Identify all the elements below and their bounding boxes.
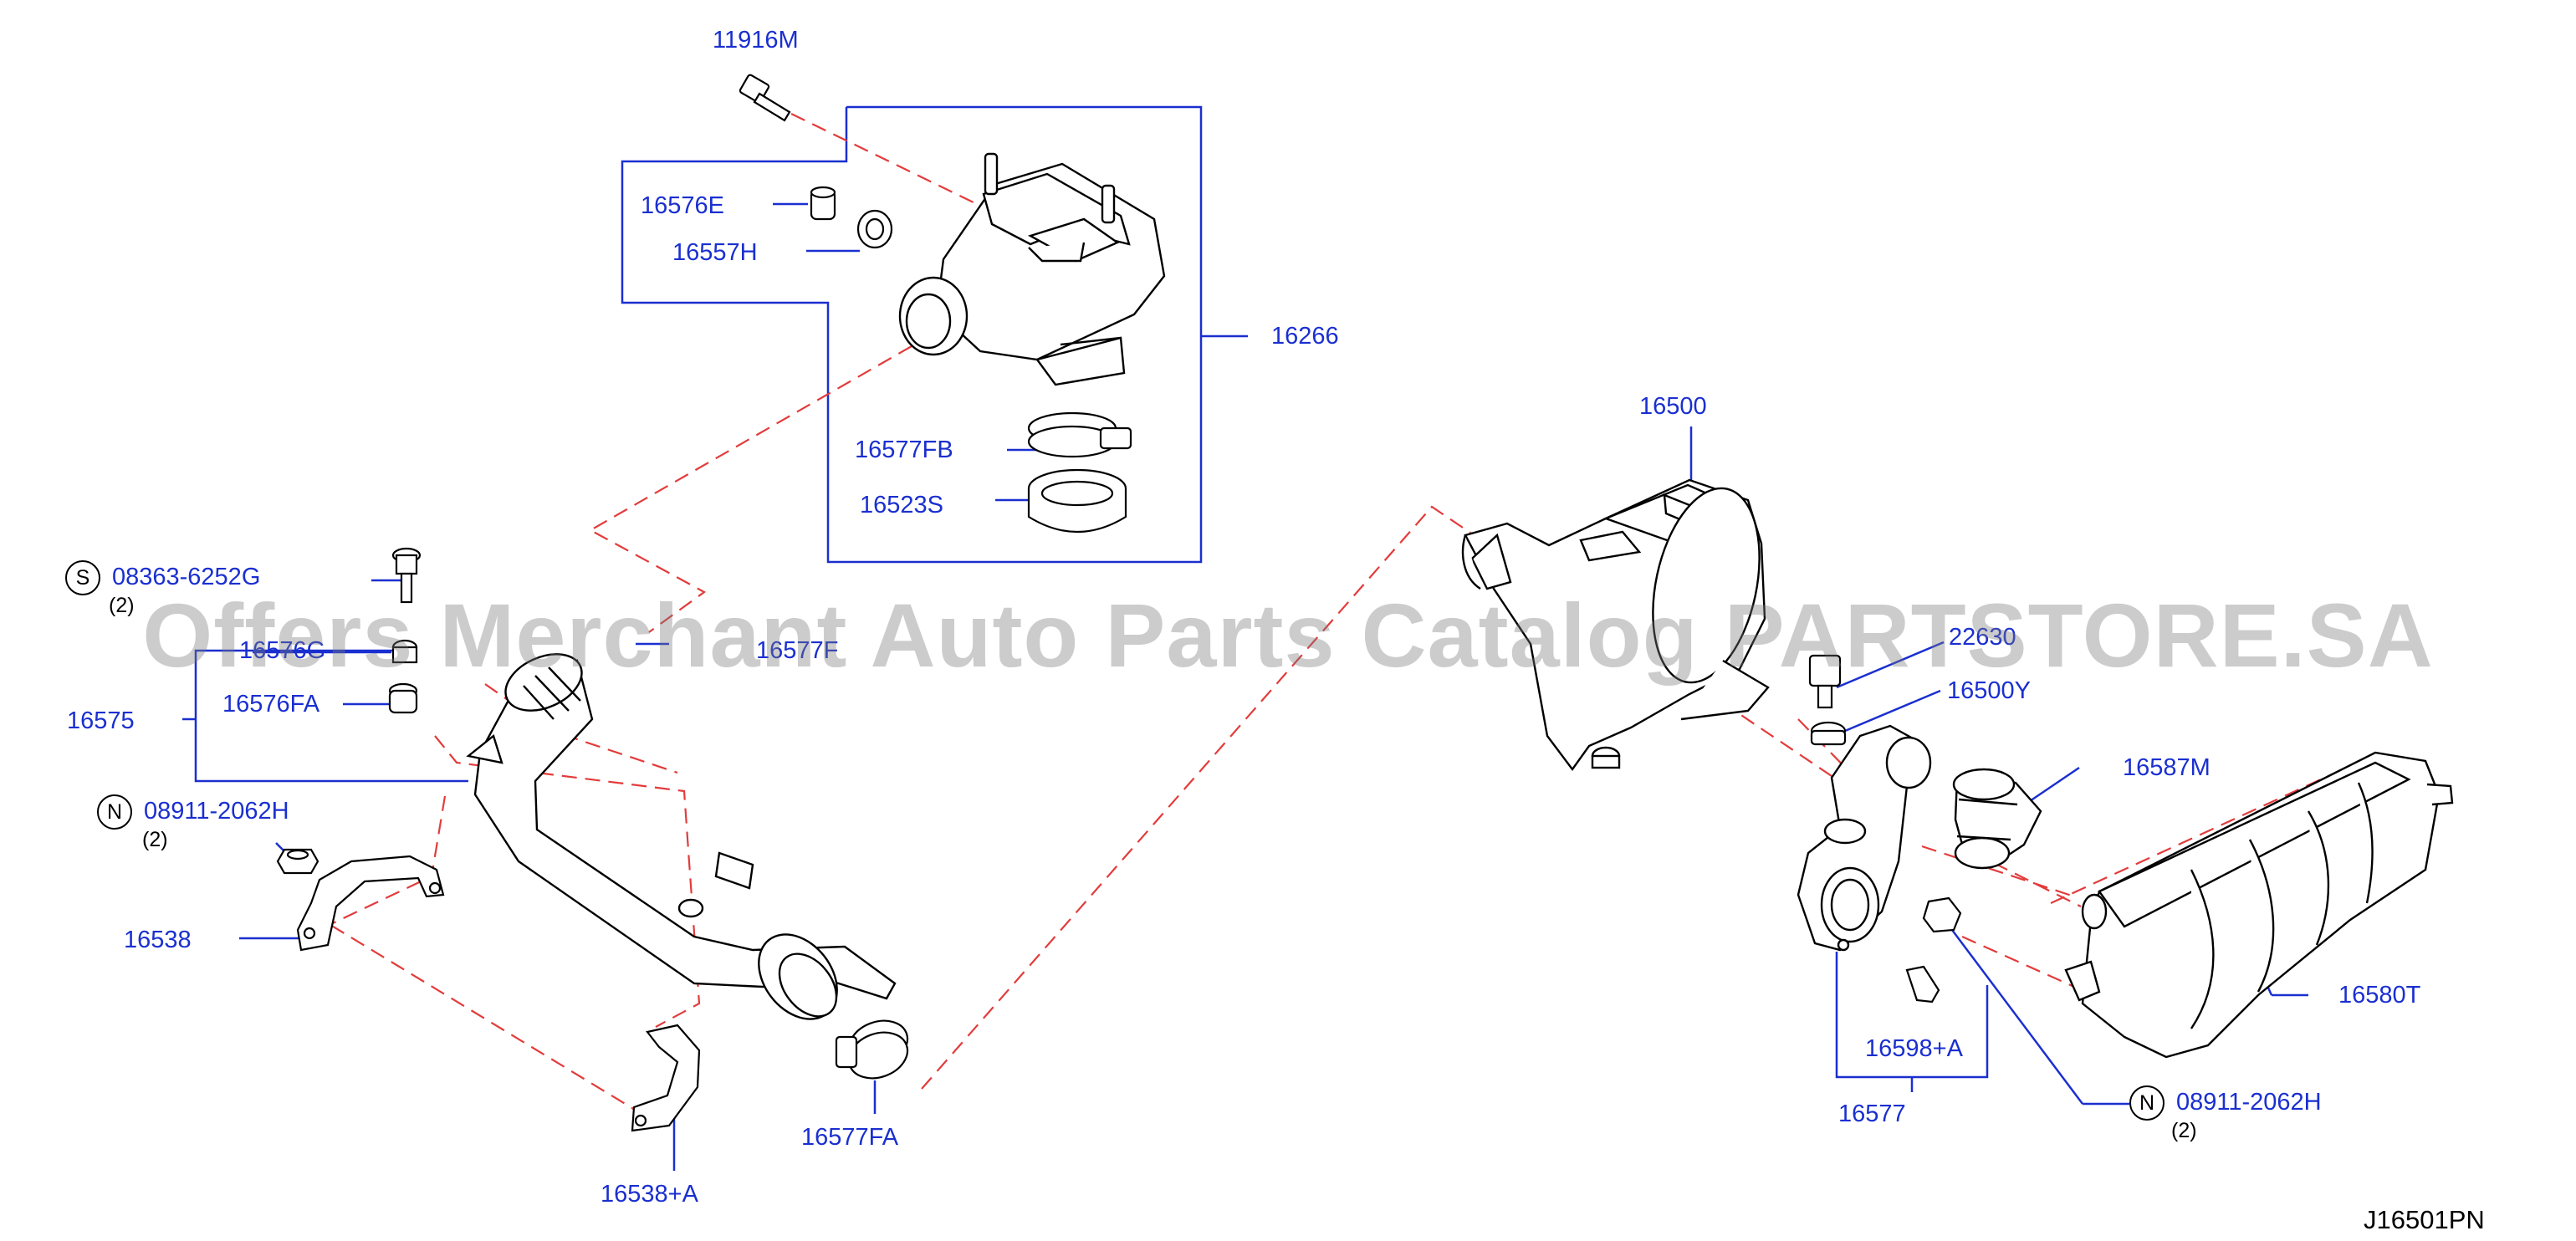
watermark: Offers Merchant Auto Parts Catalog PARTS…: [142, 585, 2434, 686]
air-cleaner-16500: [1461, 478, 1770, 772]
label-16538A[interactable]: 16538+A: [601, 1181, 698, 1208]
prefix-n-circle-right: N: [2129, 1085, 2165, 1121]
qty-08911-right: (2): [2171, 1119, 2197, 1142]
bolt-11916M: [739, 74, 791, 122]
label-16500Y[interactable]: 16500Y: [1947, 677, 2031, 704]
resonator-16580T: [2064, 751, 2454, 1059]
label-16500[interactable]: 16500: [1639, 393, 1707, 420]
label-16576G[interactable]: 16576G: [239, 637, 326, 664]
dashed-connectors: [300, 113, 2373, 1113]
assembly-box-16266: [621, 105, 1248, 564]
grommet-16557H: [856, 209, 893, 249]
prefix-s-circle: S: [65, 560, 100, 595]
label-16577[interactable]: 16577: [1838, 1101, 1906, 1127]
bracket-16575: [182, 649, 468, 783]
label-22630[interactable]: 22630: [1949, 624, 2016, 651]
duct-16575: [466, 653, 897, 1020]
clamp-16577FB: [1027, 411, 1132, 458]
label-16266[interactable]: 16266: [1271, 323, 1339, 350]
label-08911-2062H-left[interactable]: 08911-2062H: [144, 798, 289, 825]
hose-16587M: [1952, 768, 2042, 870]
label-16538[interactable]: 16538: [124, 927, 192, 953]
sensor-22630: [1808, 654, 1842, 709]
nut-08911: [276, 848, 319, 875]
label-16523S[interactable]: 16523S: [860, 492, 943, 518]
grommet-16576FA: [388, 682, 418, 714]
bracket-16538: [296, 855, 445, 952]
bracket-16577: [1835, 952, 1989, 1092]
bracket-16538A: [631, 1024, 701, 1132]
grommet-16500Y: [1810, 721, 1847, 746]
grommet-16576G: [391, 639, 418, 664]
label-16576E[interactable]: 16576E: [641, 192, 724, 219]
label-16577FB[interactable]: 16577FB: [855, 437, 953, 463]
label-16577FA[interactable]: 16577FA: [801, 1124, 899, 1151]
seal-16523S: [1027, 468, 1127, 534]
label-08363-6252G[interactable]: 08363-6252G: [112, 564, 261, 590]
grommet-16576E: [810, 186, 836, 221]
label-16577F[interactable]: 16577F: [756, 637, 839, 664]
diagram-code: J16501PN: [2364, 1205, 2485, 1234]
air-cleaner-top: [898, 152, 1166, 386]
label-16587M[interactable]: 16587M: [2123, 754, 2211, 781]
label-16576FA[interactable]: 16576FA: [222, 691, 320, 718]
label-16575[interactable]: 16575: [67, 707, 135, 734]
label-16598A[interactable]: 16598+A: [1865, 1035, 1963, 1062]
clip-16598A: [1905, 965, 1940, 1004]
label-11916M[interactable]: 11916M: [713, 27, 799, 54]
duct-16577: [1797, 724, 1932, 952]
clamp-16577FA: [835, 1019, 909, 1080]
bolt-08363: [391, 547, 422, 604]
nut-08911-right: [1922, 896, 1962, 933]
label-16557H[interactable]: 16557H: [672, 239, 758, 266]
prefix-n-circle-left: N: [97, 794, 132, 830]
label-16580T[interactable]: 16580T: [2338, 982, 2421, 1009]
qty-08911-left: (2): [142, 828, 168, 851]
qty-08363: (2): [109, 594, 135, 617]
label-08911-2062H-right[interactable]: 08911-2062H: [2176, 1089, 2322, 1116]
